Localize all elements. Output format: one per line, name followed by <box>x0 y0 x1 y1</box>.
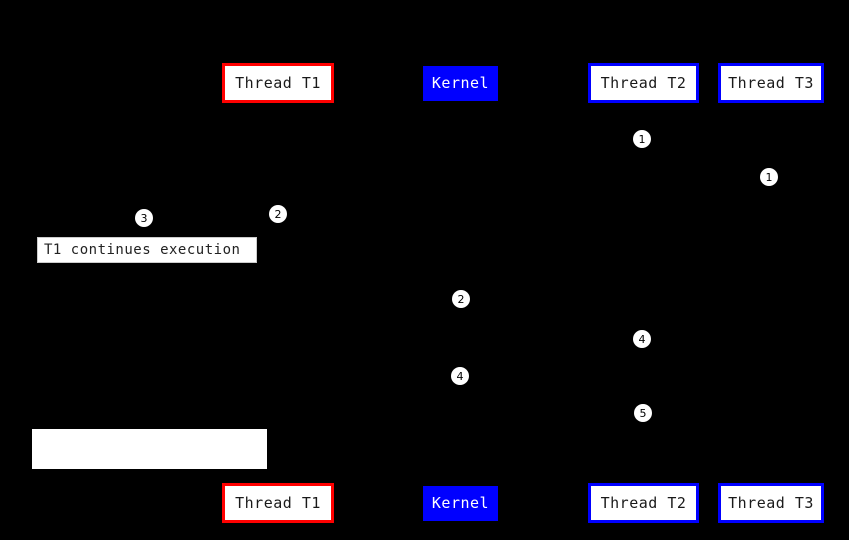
lifeline-notch-thread-t3-top <box>766 103 774 108</box>
lifeline-notch-thread-t1-top <box>274 103 282 108</box>
lifeline-notch-thread-t2-bottom <box>639 478 647 483</box>
step-marker-t2-5[interactable]: 5 <box>634 404 652 422</box>
participant-box-thread-t2-top[interactable]: Thread T2 <box>588 63 699 103</box>
participant-label-kernel-bottom: Kernel <box>431 494 490 512</box>
participant-label-thread-t3-top: Thread T3 <box>728 73 814 92</box>
lifeline-notch-kernel-top <box>456 101 464 106</box>
participant-box-kernel-top[interactable]: Kernel <box>423 66 498 101</box>
lifeline-notch-thread-t3-bottom <box>766 478 774 483</box>
lifeline-thread-t1 <box>278 103 279 483</box>
participant-label-thread-t3-bottom: Thread T3 <box>728 493 814 512</box>
participant-box-thread-t1-bottom[interactable]: Thread T1 <box>222 483 334 523</box>
participant-label-thread-t2-bottom: Thread T2 <box>600 493 687 512</box>
step-marker-t3-1[interactable]: 1 <box>760 168 778 186</box>
participant-label-thread-t1-top: Thread T1 <box>235 73 321 92</box>
step-marker-t2-4[interactable]: 4 <box>633 330 651 348</box>
step-marker-label: 5 <box>639 406 647 420</box>
step-marker-label: 2 <box>274 207 282 221</box>
participant-box-thread-t2-bottom[interactable]: Thread T2 <box>588 483 699 523</box>
step-marker-label: 1 <box>638 132 646 146</box>
step-marker-label: 2 <box>457 292 465 306</box>
participant-box-kernel-bottom[interactable]: Kernel <box>423 486 498 521</box>
step-marker-kernel-2[interactable]: 2 <box>452 290 470 308</box>
participant-box-thread-t3-bottom[interactable]: Thread T3 <box>718 483 824 523</box>
note-text: T1 continues execution <box>44 242 241 258</box>
step-marker-t1-2[interactable]: 2 <box>269 205 287 223</box>
step-marker-t1-3[interactable]: 3 <box>135 209 153 227</box>
step-marker-label: 1 <box>765 170 773 184</box>
participant-box-thread-t3-top[interactable]: Thread T3 <box>718 63 824 103</box>
participant-box-thread-t1-top[interactable]: Thread T1 <box>222 63 334 103</box>
step-marker-label: 4 <box>638 332 646 346</box>
step-marker-label: 4 <box>456 369 464 383</box>
step-marker-label: 3 <box>140 211 148 225</box>
lifeline-thread-t2 <box>643 103 644 483</box>
participant-label-kernel-top: Kernel <box>431 74 490 92</box>
note-t1-continues-execution: T1 continues execution <box>37 237 257 263</box>
lifeline-notch-thread-t2-top <box>639 103 647 108</box>
participant-label-thread-t1-bottom: Thread T1 <box>235 493 321 512</box>
note-blank <box>32 429 267 469</box>
step-marker-t2-1[interactable]: 1 <box>633 130 651 148</box>
lifeline-notch-thread-t1-bottom <box>274 478 282 483</box>
step-marker-kernel-4[interactable]: 4 <box>451 367 469 385</box>
participant-label-thread-t2-top: Thread T2 <box>600 73 687 92</box>
lifeline-thread-t3 <box>770 103 771 483</box>
